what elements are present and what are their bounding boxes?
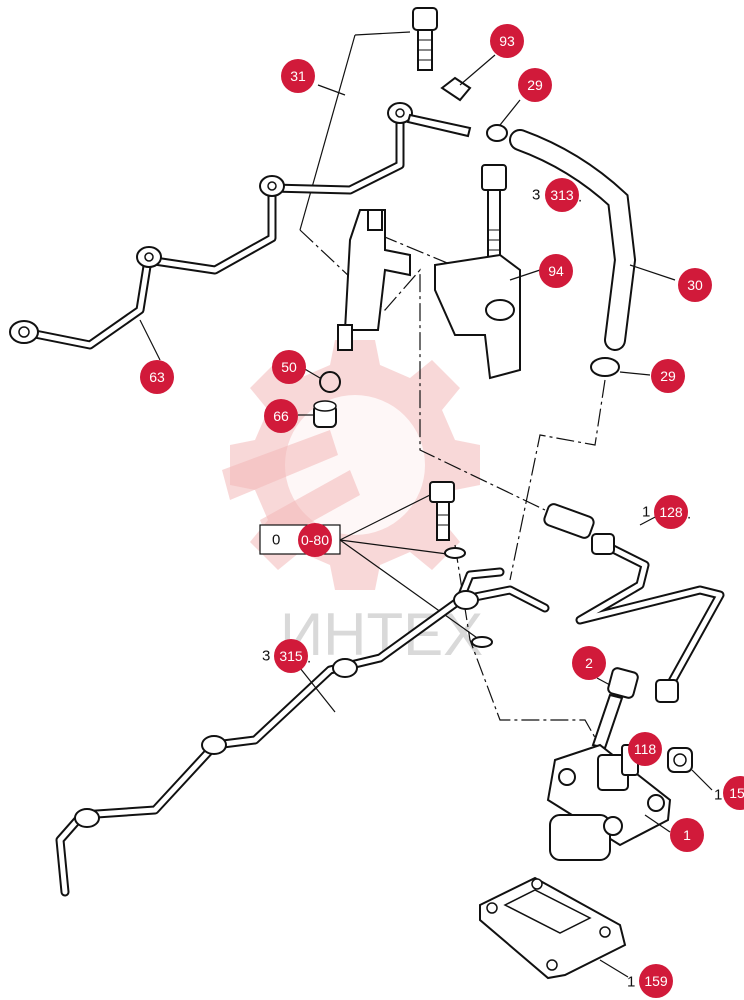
callout-29-lower[interactable]: 29 (651, 359, 685, 393)
callout-159[interactable]: 1 159 (627, 964, 673, 998)
callout-29-upper[interactable]: 29 (518, 68, 552, 102)
svg-text:66: 66 (273, 408, 289, 424)
callout-1[interactable]: 1 (670, 818, 704, 852)
bolt-313 (481, 164, 507, 261)
svg-text:159: 159 (644, 973, 668, 989)
callout-30[interactable]: 30 (678, 268, 712, 302)
callout-50[interactable]: 50 (272, 350, 306, 384)
svg-text:93: 93 (499, 33, 515, 49)
callout-63[interactable]: 63 (140, 360, 174, 394)
callout-94[interactable]: 94 (539, 254, 573, 288)
svg-text:118: 118 (634, 741, 657, 757)
gasket-159 (479, 876, 627, 980)
callout-2[interactable]: 2 (572, 646, 606, 680)
injector (337, 209, 411, 351)
svg-text:63: 63 (149, 369, 165, 385)
svg-text:315: 315 (279, 648, 303, 664)
callout-0-80[interactable]: 0 0-80 (259, 523, 341, 557)
pipe-63 (9, 102, 413, 350)
svg-text:1: 1 (627, 974, 635, 991)
svg-text:29: 29 (527, 77, 543, 93)
pipe-128 (543, 503, 725, 703)
seal-66 (313, 400, 337, 428)
bolt-31 (412, 7, 438, 71)
svg-text:1: 1 (683, 827, 691, 843)
clamp-29b (590, 357, 620, 377)
o-ring-50 (319, 371, 341, 393)
svg-text:3: 3 (532, 187, 540, 204)
clip-93 (406, 76, 472, 138)
callout-31[interactable]: 31 (281, 59, 315, 93)
svg-text:94: 94 (548, 263, 564, 279)
bolt-080 (429, 481, 455, 541)
callout-leaders (139, 54, 713, 978)
svg-text:31: 31 (290, 68, 306, 84)
svg-text:128: 128 (659, 504, 683, 520)
leader-lines (299, 31, 606, 756)
clamp-29a (486, 124, 508, 142)
svg-text:.: . (307, 650, 311, 667)
svg-text:1: 1 (642, 504, 650, 521)
callout-128[interactable]: 1 128 . (642, 495, 691, 529)
callout-313[interactable]: 3 313 . (532, 178, 582, 212)
svg-text:313: 313 (550, 187, 574, 203)
bolt-2 (591, 667, 639, 750)
svg-text:50: 50 (281, 359, 297, 375)
pipe-315 (55, 567, 550, 897)
callout-15[interactable]: 1 15 (714, 776, 744, 810)
svg-text:.: . (687, 506, 691, 523)
callout-93[interactable]: 93 (490, 24, 524, 58)
callout-118[interactable]: 118 (628, 732, 662, 766)
bracket-94 (434, 253, 521, 380)
svg-text:15: 15 (729, 785, 744, 801)
svg-text:3: 3 (262, 648, 270, 665)
svg-text:29: 29 (660, 368, 676, 384)
svg-text:0-80: 0-80 (301, 532, 329, 548)
svg-text:1: 1 (714, 787, 722, 804)
svg-text:2: 2 (585, 655, 593, 671)
svg-text:.: . (578, 189, 582, 206)
nut-15 (667, 747, 693, 773)
svg-text:30: 30 (687, 277, 703, 293)
hose-30 (509, 129, 637, 351)
callout-315[interactable]: 3 315 . (262, 639, 311, 673)
callout-66[interactable]: 66 (264, 399, 298, 433)
svg-text:0: 0 (272, 532, 280, 549)
